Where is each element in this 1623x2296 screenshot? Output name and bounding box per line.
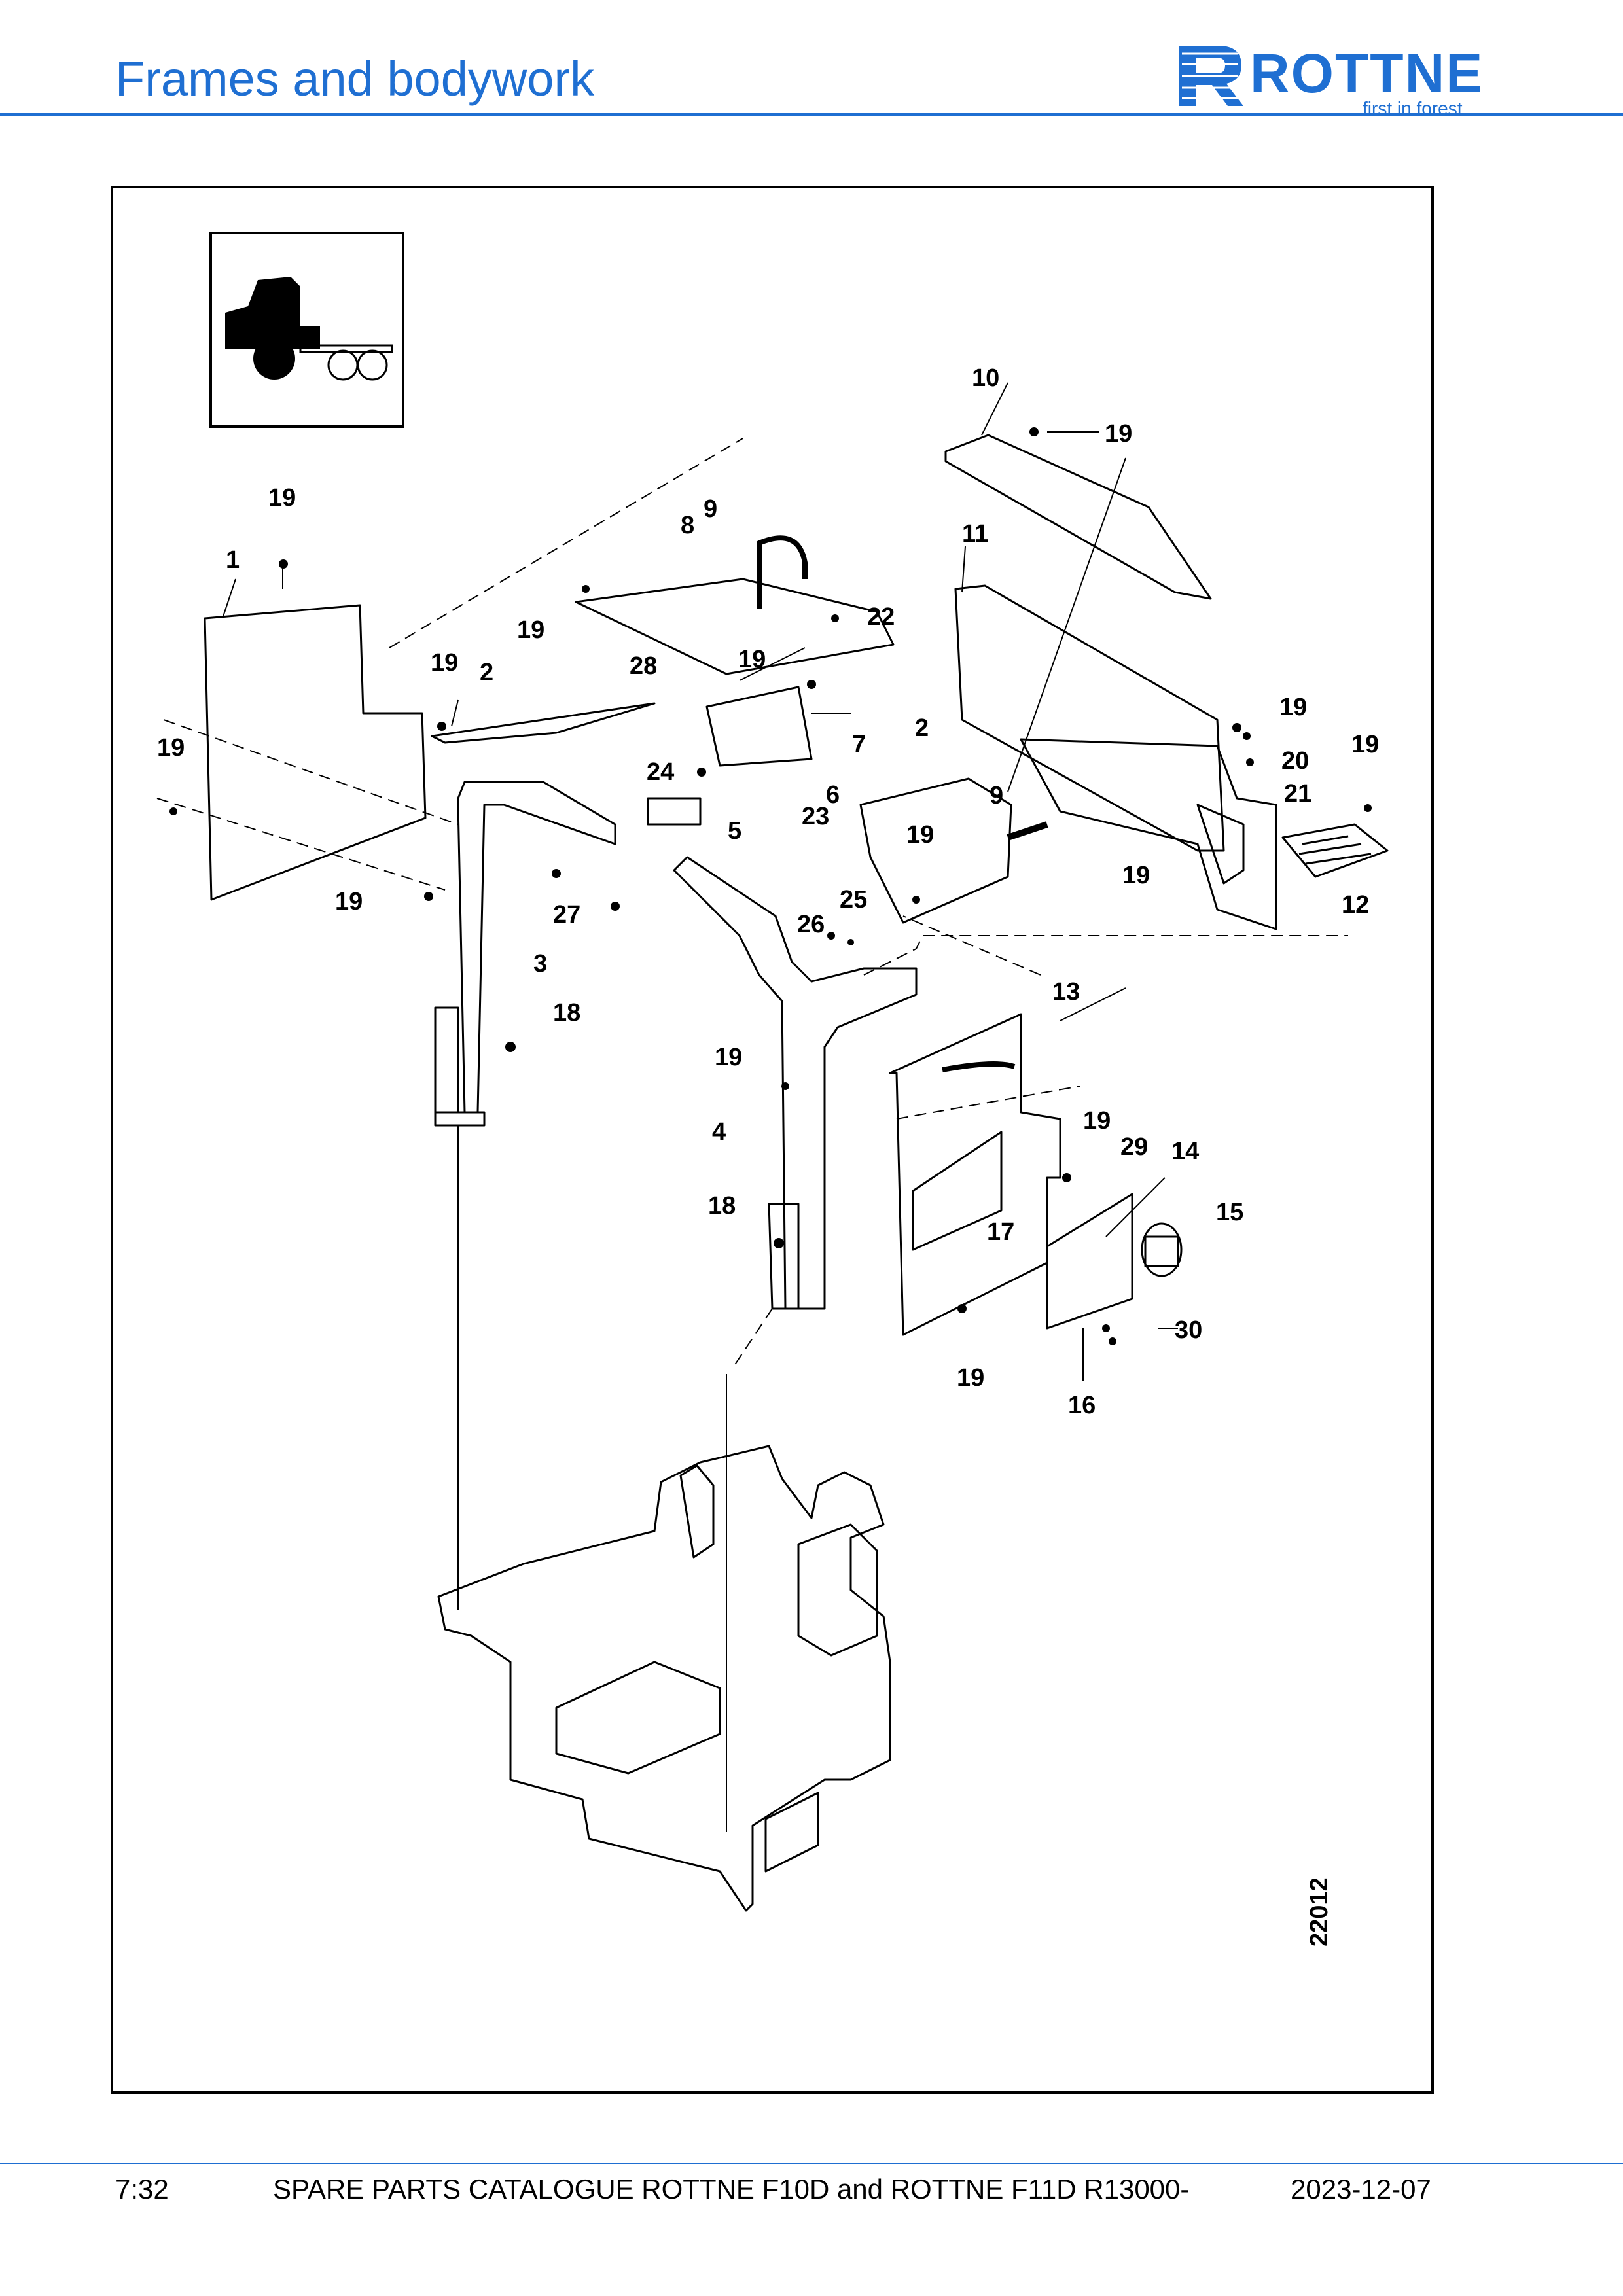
curved-member-part-7 <box>705 686 813 767</box>
roof-beam-part-10 <box>944 434 1212 600</box>
callout-2: 2 <box>480 659 493 686</box>
door-panel-part-13 <box>889 1013 1061 1336</box>
callout-19: 19 <box>1083 1107 1111 1135</box>
plate-part-14 <box>1046 1193 1133 1330</box>
figure-frame <box>111 186 1434 2094</box>
machine-location-thumbnail <box>209 232 404 428</box>
callout-9: 9 <box>990 782 1003 809</box>
frame-part-4 <box>673 856 918 1310</box>
header-rule <box>0 113 1623 116</box>
callout-22: 22 <box>867 603 895 631</box>
callout-18: 18 <box>553 999 580 1027</box>
side-panel-part-1 <box>204 604 427 901</box>
step-part-12 <box>1281 823 1389 878</box>
callout-24: 24 <box>647 758 674 786</box>
callout-19: 19 <box>517 616 544 644</box>
callout-2: 2 <box>915 715 929 742</box>
callout-20: 20 <box>1281 747 1309 775</box>
callout-4: 4 <box>712 1118 726 1146</box>
callout-19: 19 <box>157 734 185 762</box>
callout-17: 17 <box>987 1218 1014 1246</box>
lock-part-15 <box>1141 1222 1183 1277</box>
callout-27: 27 <box>553 901 580 928</box>
callout-11: 11 <box>962 520 988 548</box>
rottne-r-emblem-icon <box>1179 46 1243 106</box>
callout-16: 16 <box>1068 1392 1096 1419</box>
footer-page-number: 7:32 <box>115 2174 169 2204</box>
callout-19: 19 <box>1279 694 1307 721</box>
callout-1: 1 <box>226 546 240 574</box>
brand-name: ROTTNE <box>1250 43 1484 104</box>
frame-part-3 <box>457 781 616 1114</box>
base-frame <box>437 1445 891 1912</box>
footer-date: 2023-12-07 <box>1291 2174 1431 2204</box>
callout-19: 19 <box>1351 731 1379 758</box>
figure-number: 22012 <box>1306 1877 1333 1947</box>
callout-19: 19 <box>957 1364 984 1392</box>
footer-rule <box>0 2163 1623 2164</box>
callout-19: 19 <box>1105 420 1132 448</box>
callout-13: 13 <box>1052 978 1080 1006</box>
callout-19: 19 <box>431 649 458 677</box>
footer-catalogue-title: SPARE PARTS CATALOGUE ROTTNE F10D and RO… <box>273 2174 1190 2204</box>
callout-5: 5 <box>728 817 741 845</box>
callout-19: 19 <box>738 646 766 673</box>
callout-19: 19 <box>335 888 363 915</box>
callout-3: 3 <box>533 950 547 978</box>
callout-15: 15 <box>1216 1199 1243 1226</box>
callout-21: 21 <box>1284 780 1311 807</box>
callout-19: 19 <box>268 484 296 512</box>
callout-18: 18 <box>708 1192 736 1220</box>
callout-7: 7 <box>852 731 866 758</box>
callout-6: 6 <box>826 781 840 809</box>
callout-12: 12 <box>1342 891 1369 919</box>
callout-23: 23 <box>802 803 829 830</box>
callout-25: 25 <box>840 886 867 913</box>
callout-19: 19 <box>1122 862 1150 889</box>
callout-19: 19 <box>715 1044 742 1071</box>
callout-14: 14 <box>1171 1138 1199 1165</box>
machine-silhouette-icon <box>225 277 393 381</box>
callout-29: 29 <box>1120 1133 1148 1161</box>
plate-part-2 <box>859 777 1012 924</box>
roof-plate-part-8 <box>575 578 895 675</box>
callout-26: 26 <box>797 911 825 938</box>
callout-10: 10 <box>972 364 999 392</box>
callout-28: 28 <box>630 652 657 680</box>
page-title: Frames and bodywork <box>115 52 595 106</box>
callout-30: 30 <box>1175 1316 1202 1344</box>
callout-8: 8 <box>681 512 694 539</box>
callout-9: 9 <box>704 495 717 523</box>
callout-19: 19 <box>906 821 934 849</box>
upper-panel-part-11 <box>954 584 1225 852</box>
